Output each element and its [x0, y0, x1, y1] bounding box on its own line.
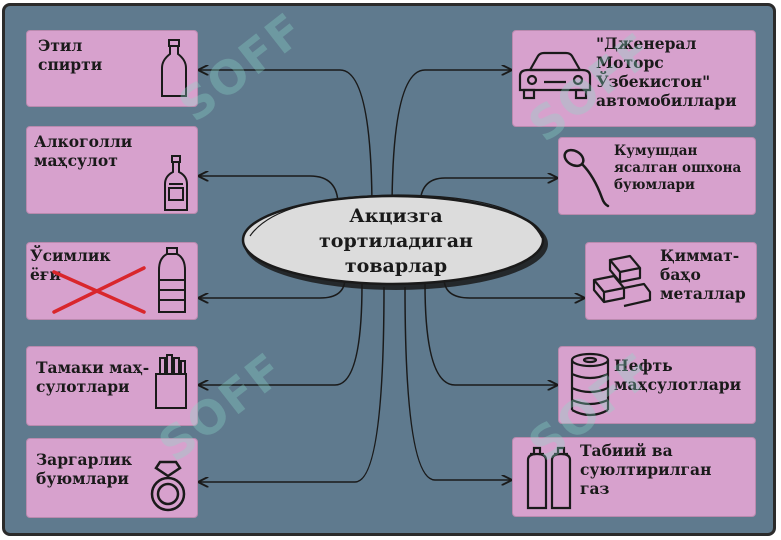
item-gm-cars-label: "Дженерал Моторс Ўзбекистон" автомобилла… — [596, 34, 737, 110]
gas-cylinders-icon — [524, 442, 574, 512]
item-tobacco-products — [26, 346, 198, 426]
item-tobacco-products-label: Тамаки маҳ- сулотлари — [36, 358, 150, 396]
car-icon — [516, 50, 594, 102]
item-gas-label: Табиий ва суюлтирилган газ — [580, 441, 712, 498]
cross-out-mark — [50, 262, 150, 318]
bottle-icon — [158, 38, 190, 100]
item-oil-products-label: Нефть маҳсулотлари — [614, 356, 742, 394]
spoon-icon — [560, 146, 620, 210]
item-silver-kitchenware-label: Кумушдан ясалган ошхона буюмлари — [614, 143, 742, 193]
oil-barrels-icon — [566, 352, 614, 418]
connector-left-1 — [199, 70, 373, 213]
oil-bottle-icon — [154, 246, 190, 316]
gold-bars-icon — [588, 254, 656, 310]
item-jewelry-label: Заргарлик буюмлари — [36, 450, 133, 488]
connector-left-4 — [199, 283, 363, 385]
item-precious-metals — [585, 242, 757, 320]
connector-right-5 — [404, 286, 511, 480]
item-vegetable-oil-label: Ўсимлик ёғи — [30, 246, 111, 284]
liquor-bottle-icon — [160, 154, 192, 214]
item-precious-metals-label: Қиммат- баҳо металлар — [660, 246, 746, 303]
cigarette-pack-icon — [152, 350, 190, 412]
center-ellipse — [241, 194, 548, 290]
item-silver-kitchenware — [558, 137, 756, 215]
connector-left-5 — [199, 286, 385, 482]
ring-icon — [148, 458, 188, 514]
item-gm-cars — [512, 30, 756, 127]
item-ethyl-alcohol-label: Этил спирти — [38, 36, 103, 74]
item-alcohol-products-label: Алкоголли маҳсулот — [34, 132, 133, 170]
center-title: Акцизга тортиладиган товарлар — [319, 205, 473, 277]
connector-right-4 — [424, 283, 557, 385]
connector-right-1 — [391, 70, 511, 213]
